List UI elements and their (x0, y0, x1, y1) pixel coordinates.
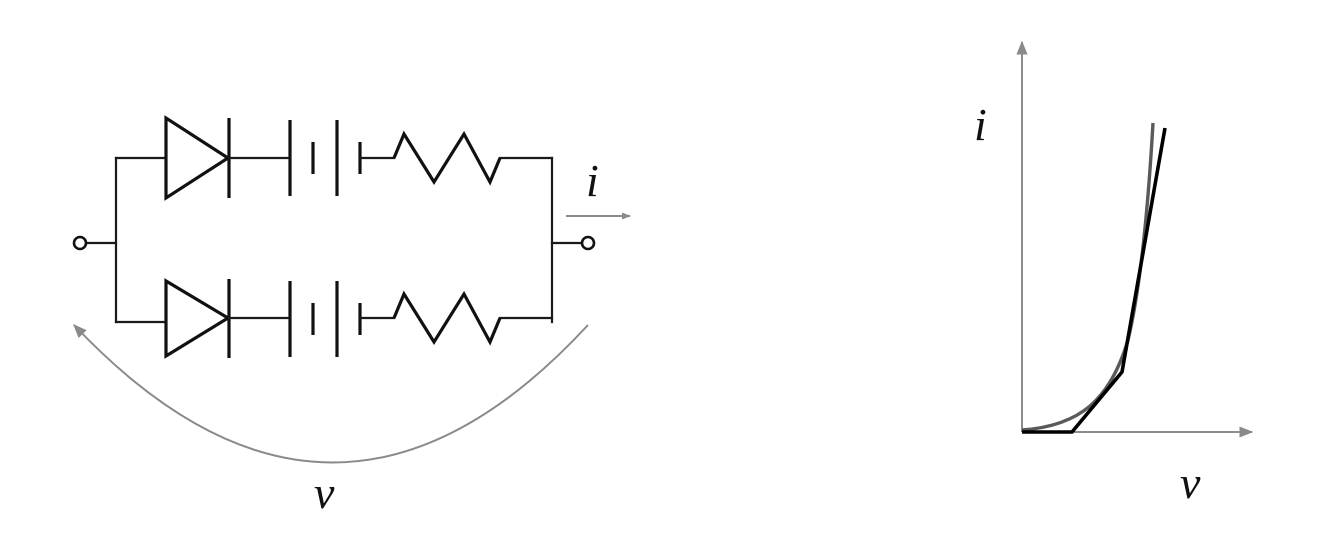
top-diode-symbol (164, 115, 231, 201)
plot-y-axis-label: i (974, 99, 987, 150)
top-branch (114, 115, 554, 201)
left-terminal-node (72, 235, 88, 251)
voltage-arc-arrow (73, 323, 589, 464)
top-resistor-symbol (392, 130, 502, 186)
bottom-diode-symbol (164, 278, 232, 359)
bottom-branch (114, 278, 554, 359)
current-label: i (586, 155, 599, 206)
voltage-label: v (314, 467, 335, 518)
bottom-resistor-symbol (392, 290, 502, 346)
top-battery-symbol (288, 120, 362, 196)
exponential-iv-curve (1021, 122, 1155, 432)
right-terminal-node (580, 235, 596, 251)
bottom-battery-symbol (288, 281, 362, 357)
circuit-diagram (72, 115, 631, 464)
plot-x-axis-label: v (1180, 457, 1201, 508)
iv-characteristic-plot (1016, 40, 1254, 438)
piecewise-linear-iv-curve (1022, 127, 1167, 434)
